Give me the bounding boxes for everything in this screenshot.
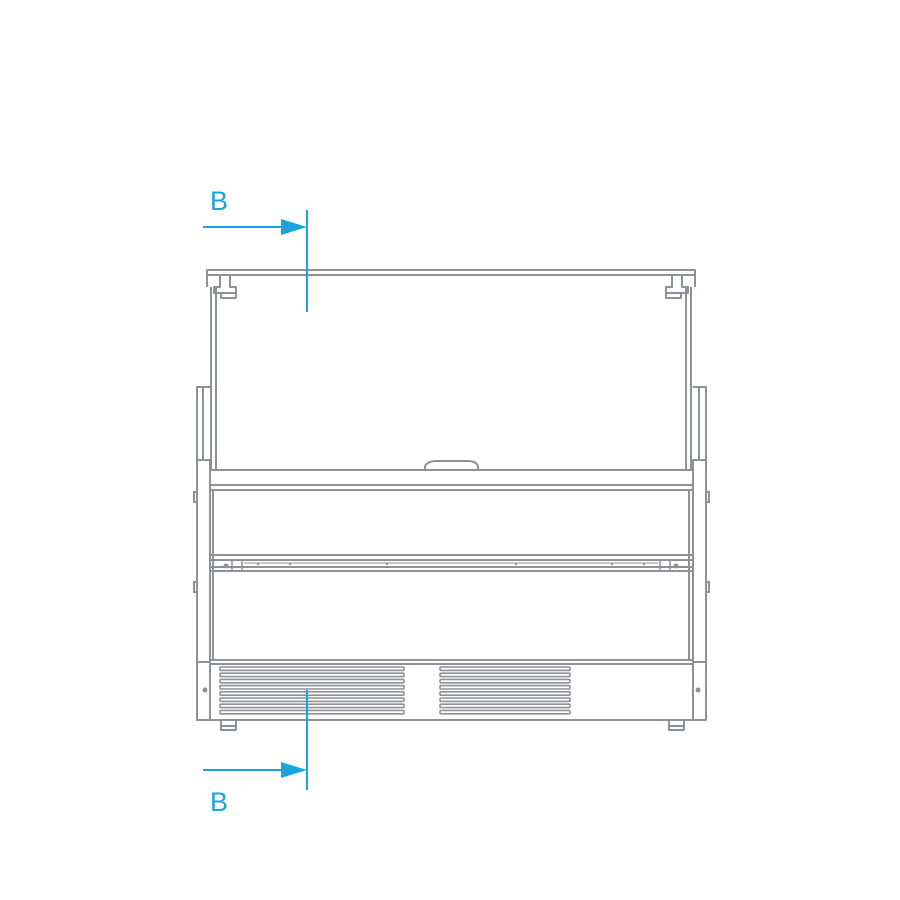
grille-slat	[219, 703, 405, 709]
grille-slat	[439, 684, 571, 690]
left-hinge-bracket	[213, 275, 237, 299]
left-foot	[220, 720, 237, 731]
right-hinge-bracket	[665, 275, 689, 299]
grille-slat	[219, 672, 405, 678]
counter-outline	[196, 269, 707, 731]
grille-slat	[439, 672, 571, 678]
left-end-panel	[196, 386, 210, 461]
grille-slat	[439, 678, 571, 684]
section-arrow-bottom	[203, 762, 307, 778]
left-ventilation-grille	[219, 666, 405, 715]
grille-slat	[439, 666, 571, 672]
glass-handle	[424, 460, 479, 470]
side-knobs	[193, 491, 710, 593]
grille-slat	[219, 666, 405, 672]
right-ventilation-grille	[439, 666, 571, 715]
section-label-top: B	[210, 186, 228, 216]
grille-slat	[219, 709, 405, 715]
front-bands	[210, 469, 693, 721]
glass-canopy	[206, 269, 696, 470]
grille-slat	[219, 690, 405, 696]
body-side-posts	[196, 459, 707, 721]
right-end-panel	[693, 386, 707, 461]
grille-slat	[219, 678, 405, 684]
grille-slat	[439, 690, 571, 696]
fasteners	[202, 562, 701, 693]
grille-slat	[439, 697, 571, 703]
grille-slat	[439, 703, 571, 709]
grille-slat	[219, 697, 405, 703]
section-marker: B B	[203, 186, 308, 817]
grille-slat	[219, 684, 405, 690]
section-arrow-top	[203, 219, 307, 235]
rail-fixings	[231, 560, 671, 571]
section-label-bottom: B	[210, 787, 228, 817]
grille-slat	[439, 709, 571, 715]
right-foot	[668, 720, 685, 731]
